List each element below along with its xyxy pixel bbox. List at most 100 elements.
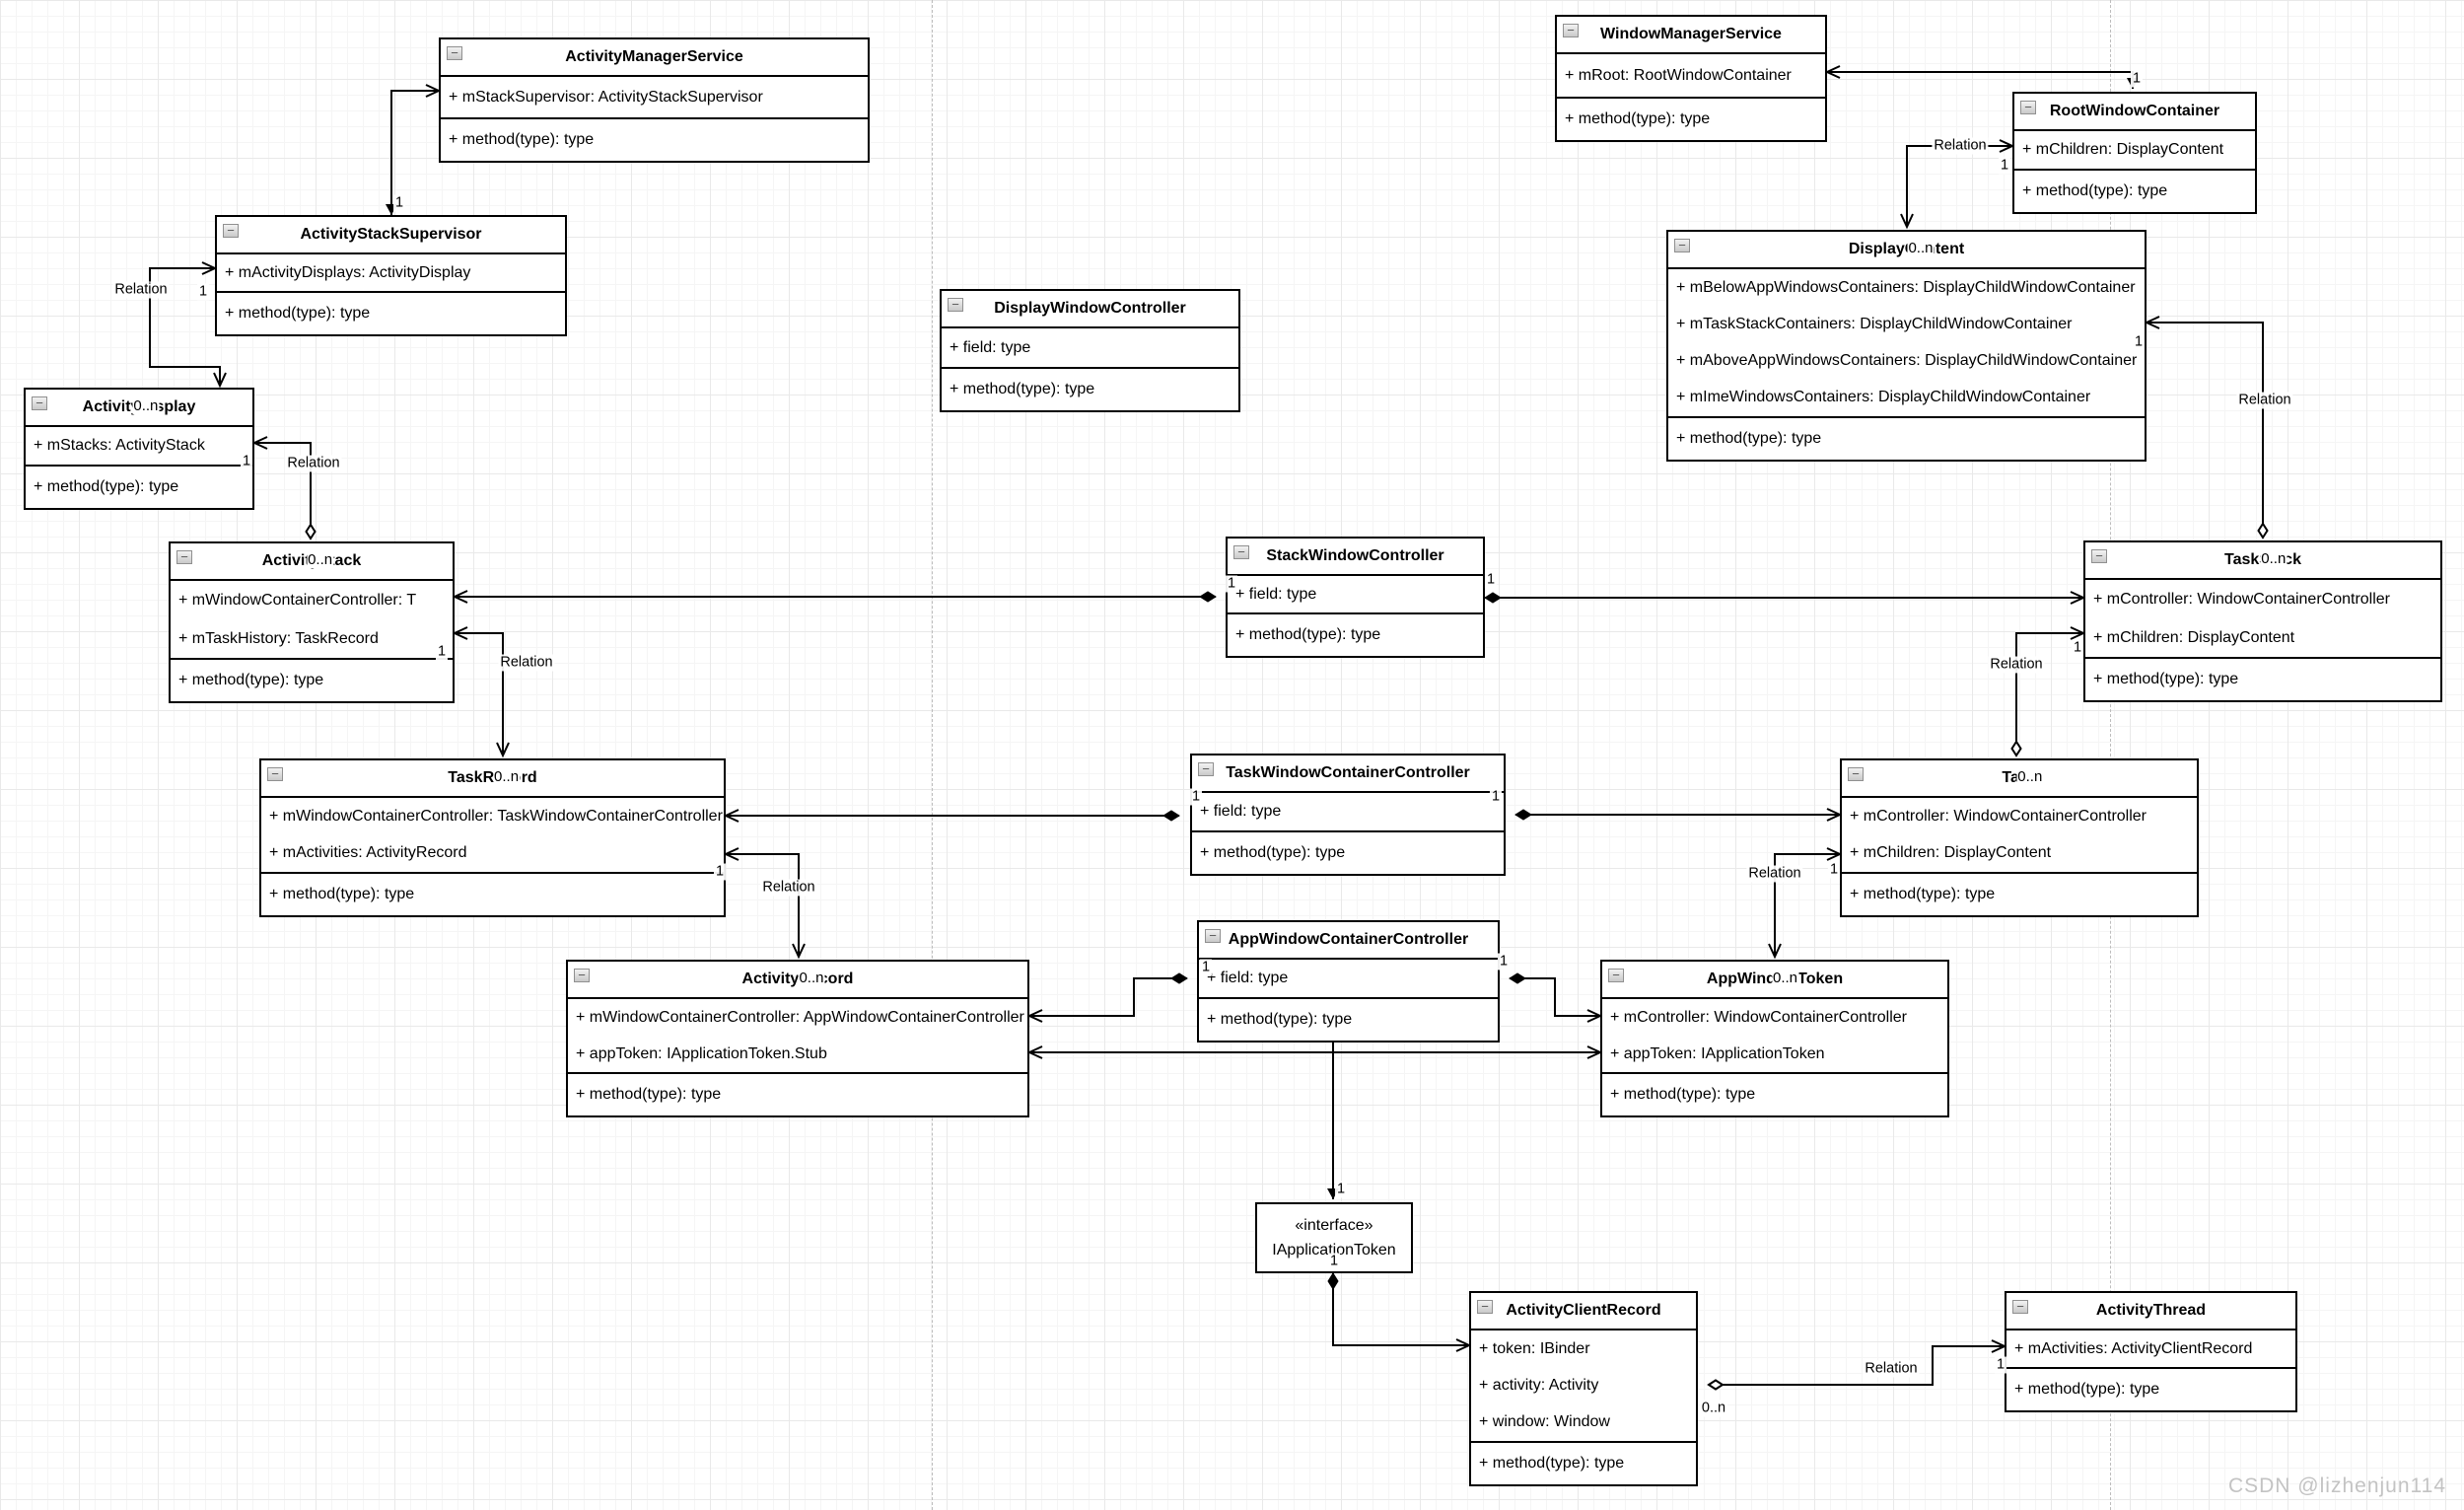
collapse-minus-icon: − [1848, 767, 1864, 781]
collapse-minus-icon: − [1233, 545, 1249, 559]
class-method: + method(type): type [225, 305, 371, 322]
class-method: + method(type): type [950, 381, 1095, 397]
class-attribute: + mStacks: ActivityStack [34, 437, 205, 454]
class-title: AppWindowContainerController [1228, 931, 1469, 948]
class-task: −Task0..n+ mController: WindowContainerC… [1840, 758, 2199, 917]
class-method: + method(type): type [576, 1086, 722, 1103]
collapse-minus-icon: − [574, 969, 590, 982]
relation-edge-supervisor-to-ams [386, 84, 442, 215]
class-activity-stack-supervisor: − ActivityStackSupervisor + mActivityDispl… [215, 215, 567, 336]
collapse-minus-icon: − [1563, 24, 1579, 37]
collapse-minus-icon: − [223, 224, 239, 238]
multiplicity-overlay-label: 0..n [1907, 240, 1935, 256]
class-task-record: −TaskRecord0..n+ mWindowContainerControl… [259, 758, 726, 917]
class-attribute: + mChildren: DisplayContent [1850, 844, 2052, 862]
relation-edge-supervisor-to-display [149, 261, 227, 389]
class-title: ActivityRecord [742, 971, 854, 988]
class-iapplication-token: «interface»IApplicationToken [1255, 1202, 1413, 1273]
class-activity-display: −ActivityDisplay0..n+ mStacks: ActivityS… [24, 388, 254, 510]
relation-edge-displaycontent-taskstack [2144, 316, 2269, 539]
class-attribute: + appToken: IApplicationToken.Stub [576, 1044, 827, 1062]
class-activity-stack: −ActivityStack0..n+ mWindowContainerCont… [169, 541, 455, 703]
class-attribute: + field: type [1207, 970, 1289, 986]
class-method: + method(type): type [1850, 886, 1996, 902]
relation-edge-appwcc-to-activityrecord [1026, 972, 1188, 1023]
class-title: ActivityStackSupervisor [300, 226, 482, 243]
collapse-minus-icon: − [2020, 101, 2036, 114]
multiplicity-overlay-label: 0..n [2016, 768, 2044, 785]
class-attribute: + activity: Activity [1479, 1376, 1599, 1394]
class-method: + method(type): type [269, 886, 415, 902]
collapse-minus-icon: − [1674, 239, 1690, 252]
class-title: DisplayWindowController [994, 300, 1186, 317]
class-method: + method(type): type [1676, 430, 1822, 447]
class-method: + method(type): type [2022, 182, 2168, 199]
class-method: + method(type): type [1479, 1455, 1625, 1472]
relation-edge-stack-to-display [251, 436, 317, 540]
class-attribute: + mActivityDisplays: ActivityDisplay [225, 263, 471, 281]
class-attribute: + mTaskHistory: TaskRecord [178, 629, 379, 647]
class-attribute: + mController: WindowContainerController [1850, 807, 2147, 825]
class-method: + method(type): type [1207, 1011, 1353, 1028]
class-attribute: + field: type [1200, 803, 1282, 820]
collapse-minus-icon: − [1198, 762, 1214, 776]
class-title: ActivityManagerService [565, 48, 743, 65]
collapse-minus-icon: − [447, 46, 462, 60]
class-root-window-container: −RootWindowContainer + mChildren: Display… [2012, 92, 2257, 214]
class-title: WindowManagerService [1600, 26, 1782, 42]
class-activity-record: −ActivityRecord0..n+ mWindowContainerCon… [566, 960, 1029, 1117]
class-title: TaskWindowContainerController [1226, 764, 1470, 781]
class-attribute: + mActivities: ActivityRecord [269, 844, 467, 862]
multiplicity-overlay-label: 0..n [798, 970, 825, 986]
class-task-stack: −TaskStack0..n+ mController: WindowConta… [2083, 540, 2442, 702]
class-method: + method(type): type [34, 478, 179, 495]
class-attribute: + field: type [950, 338, 1031, 356]
class-title: ActivityClientRecord [1506, 1302, 1661, 1319]
class-attribute: + mTaskStackContainers: DisplayChildWind… [1676, 315, 2073, 332]
relation-edge-task-to-appwindowtoken [1768, 847, 1843, 960]
class-attribute: + window: Window [1479, 1413, 1610, 1431]
class-title: StackWindowController [1266, 547, 1444, 564]
class-attribute: + mChildren: DisplayContent [2022, 141, 2224, 158]
multiplicity-overlay-label: 0..n [2260, 550, 2288, 567]
class-attribute: + mChildren: DisplayContent [2093, 628, 2295, 646]
relation-edge-taskrecord-to-ar [723, 847, 806, 960]
interface-label-line: IApplicationToken [1272, 1242, 1396, 1258]
class-display-window-controller: − DisplayWindowController + field: type + m… [940, 289, 1240, 412]
class-app-window-container-controller: −AppWindowContainerController + field: ty… [1197, 920, 1500, 1043]
collapse-minus-icon: − [32, 396, 47, 410]
class-method: + method(type): type [1610, 1086, 1756, 1103]
relation-edge-displaycontent-to-root [1900, 139, 2015, 230]
relation-edge-root-to-wms [1824, 65, 2139, 89]
class-app-window-token: −AppWindowToken0..n+ mController: Window… [1600, 960, 1949, 1117]
class-title: RootWindowContainer [2049, 103, 2220, 119]
class-display-content: − DisplayContent0..n + mBelowAppWindowsCon… [1666, 230, 2147, 462]
collapse-minus-icon: − [1205, 929, 1221, 943]
class-attribute: + appToken: IApplicationToken [1610, 1044, 1825, 1062]
relation-edge-interface-to-acr [1327, 1272, 1472, 1352]
relation-edge-appwcc-to-appwindowtoken [1509, 972, 1603, 1023]
class-method: + method(type): type [1200, 844, 1346, 861]
class-attribute: + token: IBinder [1479, 1339, 1590, 1357]
class-attribute: + mImeWindowsContainers: DisplayChildWin… [1676, 389, 2091, 406]
class-attribute: + mActivities: ActivityClientRecord [2014, 1339, 2253, 1357]
class-attribute: + mStackSupervisor: ActivityStackSupervi… [449, 88, 763, 106]
relation-edge-acr-to-activitythread [1707, 1339, 2007, 1391]
relation-edge-taskstack-task [2010, 626, 2086, 757]
multiplicity-overlay-label: 0..n [1771, 970, 1799, 986]
multiplicity-overlay-label: 0..n [132, 397, 160, 414]
class-stack-window-controller: −StackWindowController+ field: type+ met… [1226, 537, 1485, 658]
multiplicity-overlay-label: 0..n [307, 551, 334, 568]
collapse-minus-icon: − [948, 298, 963, 312]
class-method: + method(type): type [1235, 626, 1381, 643]
class-method: + method(type): type [1565, 110, 1711, 127]
class-title: DisplayContent [1849, 241, 1964, 258]
class-method: + method(type): type [2014, 1381, 2160, 1398]
class-attribute: + mBelowAppWindowsContainers: DisplayChi… [1676, 278, 2136, 296]
collapse-minus-icon: − [2012, 1300, 2028, 1314]
class-attribute: + mController: WindowContainerController [2093, 590, 2391, 608]
class-task-window-container-controller: −TaskWindowContainerController + field: t… [1190, 754, 1506, 876]
relation-edge-stack-to-taskrecord [452, 626, 510, 758]
collapse-minus-icon: − [1608, 969, 1624, 982]
